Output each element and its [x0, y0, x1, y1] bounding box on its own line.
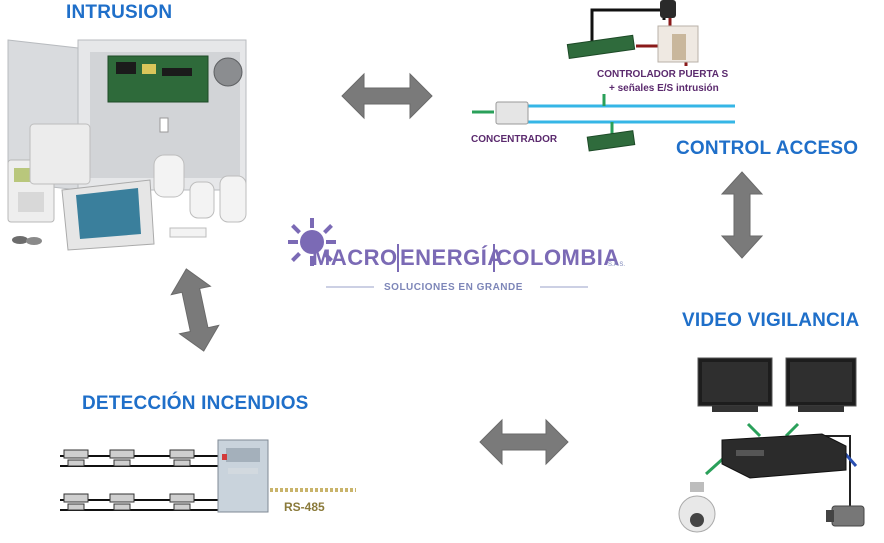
logo-word-colombia: COLOMBIA — [496, 245, 620, 270]
video-surveillance-heading: VIDEO VIGILANCIA — [682, 310, 860, 331]
motion-detector — [153, 154, 247, 223]
nvr-front-panel — [736, 450, 764, 456]
concentrator-device — [495, 101, 529, 125]
dome-camera-icon — [678, 482, 716, 533]
fire-detection-heading: DETECCIÓN INCENDIOS — [82, 393, 309, 414]
logo-suffix: S.A.S. — [608, 262, 626, 268]
door-controller-board — [566, 34, 636, 59]
concentrator-label: CONCENTRADOR — [471, 134, 558, 145]
fire-control-panel — [217, 439, 269, 513]
io-board — [586, 130, 636, 152]
double-arrow-icon — [479, 418, 569, 466]
nvr-recorder — [721, 433, 847, 479]
logo-word-energia: ENERGÍA — [400, 245, 504, 270]
card-reader — [660, 0, 676, 18]
door-contact — [169, 227, 207, 238]
intrusion-heading: INTRUSION — [66, 2, 173, 23]
double-arrow-icon — [720, 171, 764, 259]
bullet-camera-icon — [826, 505, 865, 527]
logo-word-macro: MACRO — [312, 245, 398, 270]
rs485-label: RS-485 — [284, 500, 325, 514]
power-supply-box — [29, 123, 91, 185]
monitor — [697, 357, 857, 412]
logo-tagline: SOLUCIONES EN GRANDE — [384, 282, 523, 293]
controller-label-line1: CONTROLADOR PUERTA S — [597, 69, 729, 80]
proximity-tag — [26, 237, 42, 245]
logo-sun-icon — [288, 218, 336, 266]
proximity-tag — [12, 236, 28, 244]
door-icon — [672, 34, 686, 60]
controller-label-line2: + señales E/S intrusión — [609, 83, 719, 94]
double-arrow-icon — [341, 72, 433, 120]
smoke-detector-icon — [63, 449, 195, 511]
double-arrow-icon — [170, 268, 220, 352]
touchscreen-keypad — [61, 179, 155, 251]
access-control-heading: CONTROL ACCESO — [676, 138, 859, 159]
